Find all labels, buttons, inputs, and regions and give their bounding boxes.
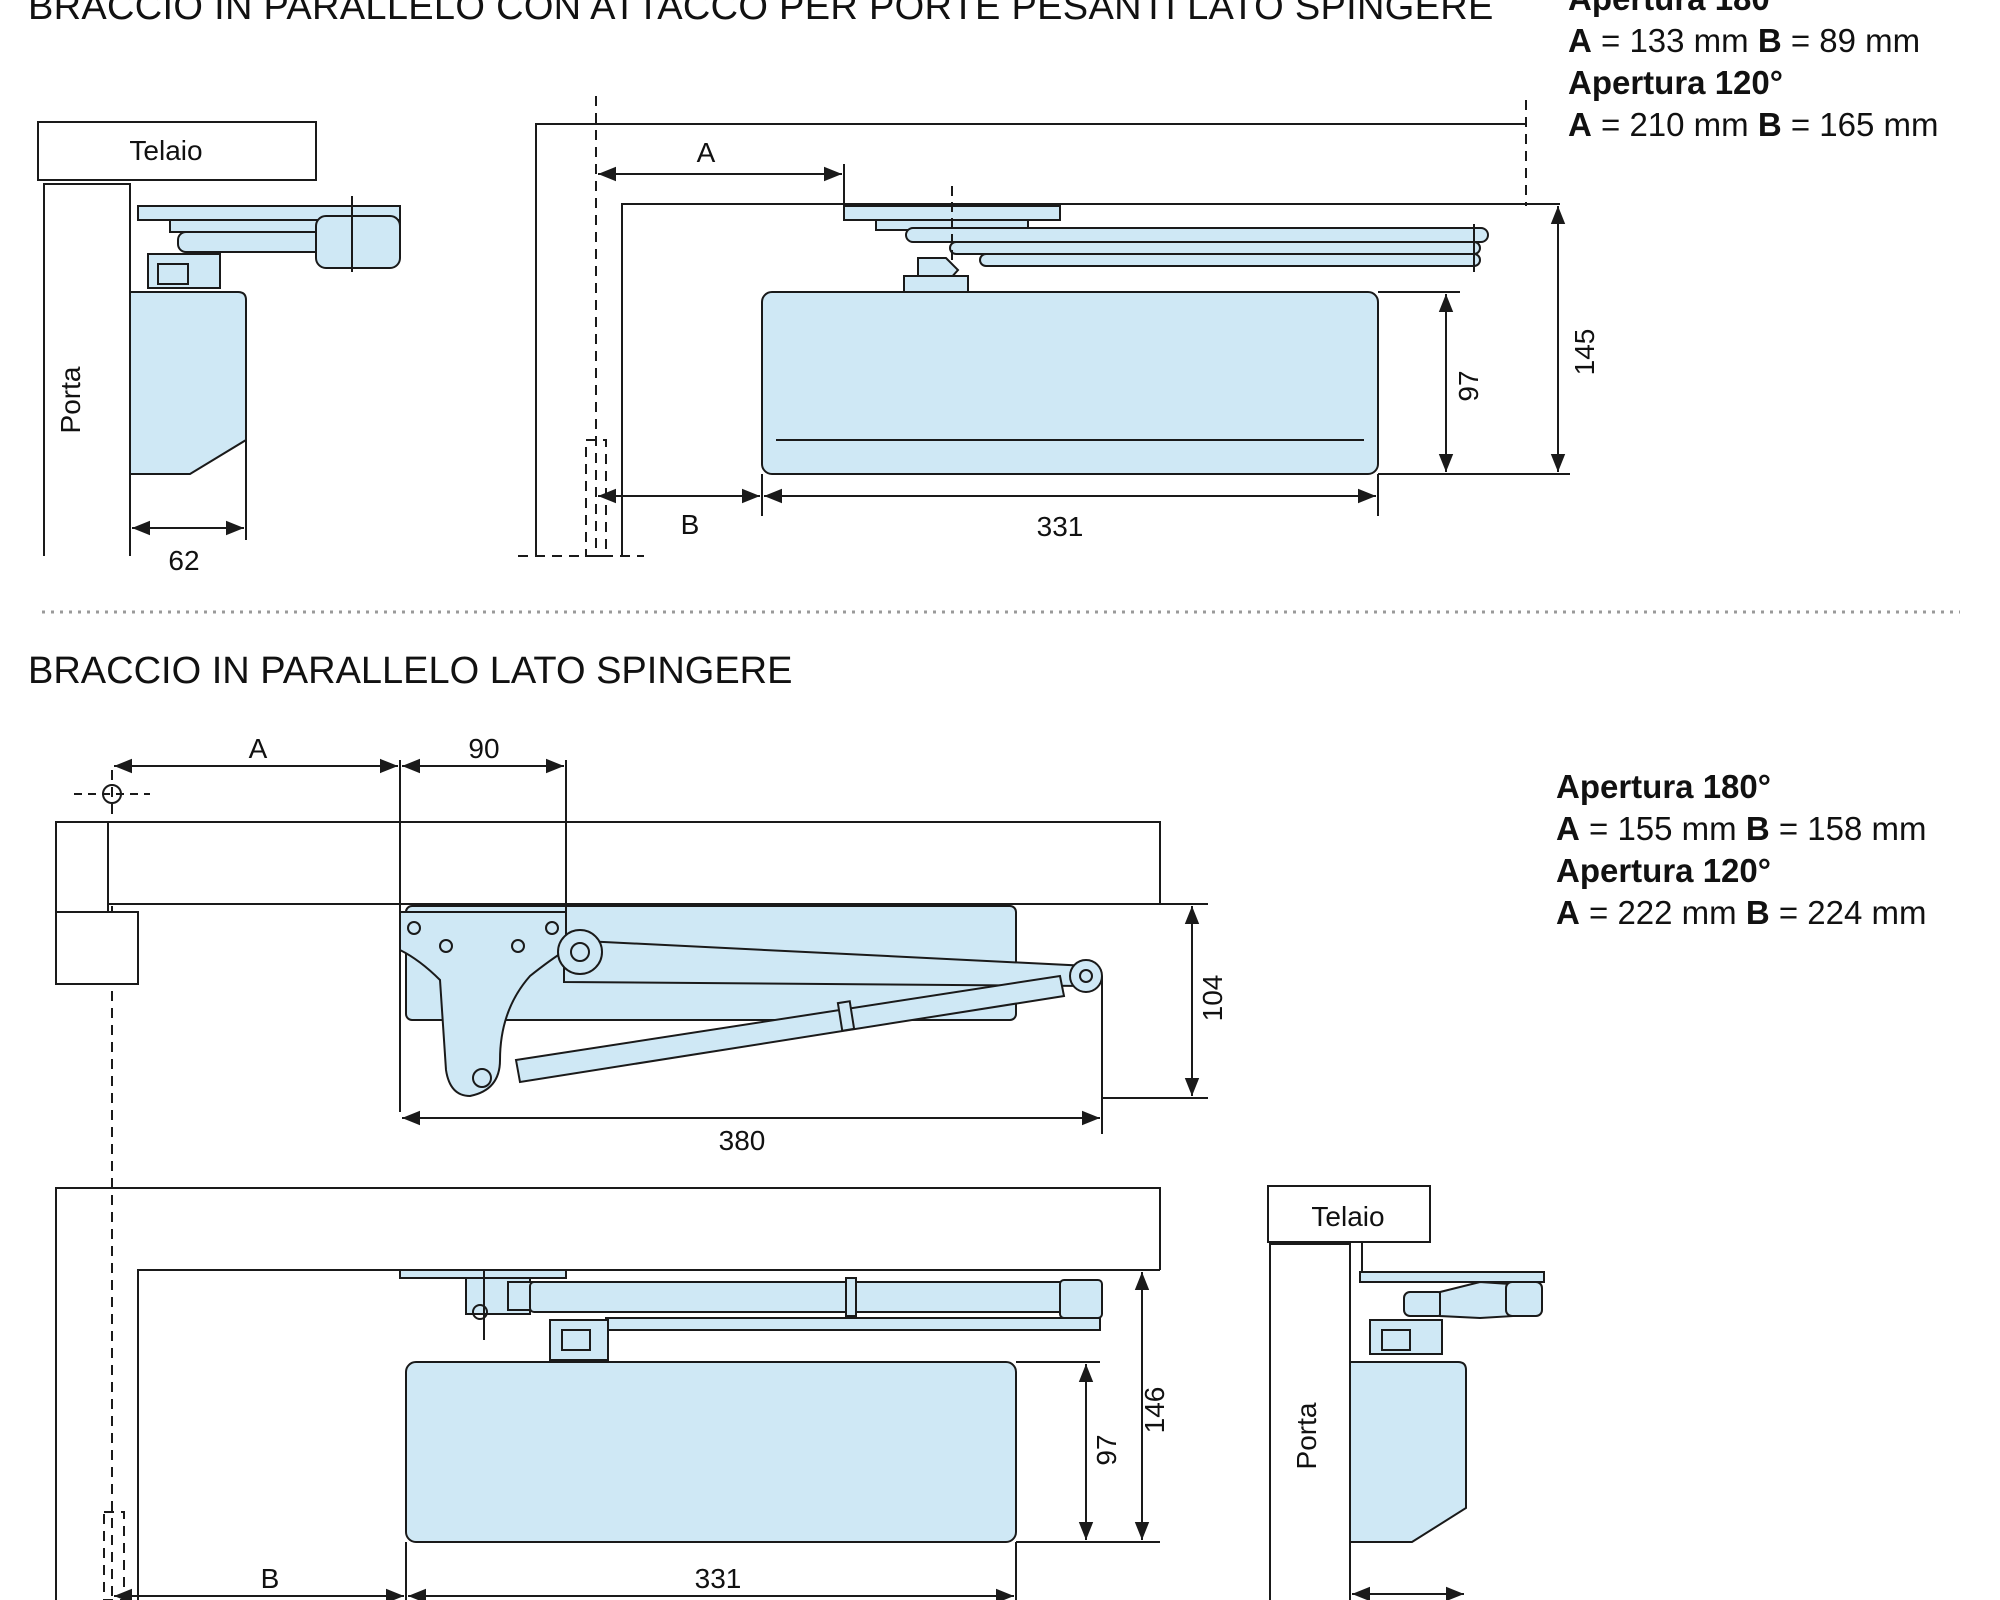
spec-bottom-180-label: Apertura 180° xyxy=(1556,768,1771,805)
adjust-arm-plan xyxy=(514,974,1066,1084)
dim-104: 104 xyxy=(1197,975,1228,1022)
dim-97-top: 97 xyxy=(1453,370,1484,401)
arm-bracket-plan xyxy=(399,911,567,1098)
door-outline-bottom xyxy=(137,1269,1160,1600)
door-outline-top xyxy=(621,203,1560,556)
spec-bottom-120-values: A = 222 mm B = 224 mm xyxy=(1556,894,1927,931)
spec-top-120-label: Apertura 120° xyxy=(1568,64,1783,101)
dim-146: 146 xyxy=(1139,1387,1170,1434)
bottom-front-view: B 331 97 146 xyxy=(55,1187,1170,1600)
bottom-side-view: Telaio Porta xyxy=(1267,1185,1545,1600)
arm-head xyxy=(315,215,401,269)
arm-bar-1 xyxy=(905,227,1489,243)
dim-B-bottom: B xyxy=(261,1563,280,1594)
dim-A-bottom: A xyxy=(249,733,268,764)
dim-145: 145 xyxy=(1569,329,1600,376)
frame-block-bottom xyxy=(1267,1185,1431,1243)
door-label-bottom: Porta xyxy=(1291,1402,1322,1469)
frame-label: Telaio xyxy=(129,135,202,166)
spec-top-180-label: Apertura 180° xyxy=(1568,0,1939,20)
bottom-plan-view: A 90 380 104 xyxy=(55,733,1228,1600)
dim-331-bottom: 331 xyxy=(695,1563,742,1594)
closer-body-side-bottom xyxy=(1349,1361,1467,1543)
dim-97-bottom: 97 xyxy=(1091,1434,1122,1465)
frame-label-bottom: Telaio xyxy=(1311,1201,1384,1232)
arm-bar-3 xyxy=(979,253,1481,267)
closer-body-top xyxy=(761,291,1379,475)
dim-380: 380 xyxy=(719,1125,766,1156)
section-title-bottom: BRACCIO IN PARALLELO LATO SPINGERE xyxy=(28,650,793,692)
arm-side-bottom xyxy=(1439,1280,1516,1320)
top-front-view: A B 331 97 145 xyxy=(518,96,1600,557)
opening-specs-top: Apertura 180° A = 133 mm B = 89 mm Apert… xyxy=(1568,0,1939,146)
frame-outline-bottom xyxy=(55,1187,1161,1600)
mount-plate-side-bottom xyxy=(1359,1271,1545,1283)
section-title-top: BRACCIO IN PARALLELO CON ATTACCO PER POR… xyxy=(28,0,1494,28)
dim-62: 62 xyxy=(168,545,199,576)
frame-block xyxy=(37,121,317,181)
hinge-block-2 xyxy=(55,911,139,985)
frame-outline-top xyxy=(535,123,1526,556)
arm-bar-bottom xyxy=(529,1281,1097,1313)
hinge-block-1 xyxy=(55,821,109,913)
spec-top-120-values: A = 210 mm B = 165 mm xyxy=(1568,106,1939,143)
opening-specs-bottom: Apertura 180° A = 155 mm B = 158 mm Aper… xyxy=(1556,766,1927,934)
closer-body-side xyxy=(129,291,247,475)
door-label: Porta xyxy=(55,366,86,433)
dim-331-top: 331 xyxy=(1037,511,1084,542)
dim-B-top: B xyxy=(681,509,700,540)
spec-top-180-values: A = 133 mm B = 89 mm xyxy=(1568,22,1921,59)
door-leaf-plan xyxy=(107,821,1161,905)
arm-bar-2 xyxy=(949,241,1481,255)
dim-A-top: A xyxy=(697,137,716,168)
spec-bottom-120-label: Apertura 120° xyxy=(1556,852,1771,889)
closer-body-bottom xyxy=(405,1361,1017,1543)
spec-bottom-180-values: A = 155 mm B = 158 mm xyxy=(1556,810,1927,847)
dim-90: 90 xyxy=(468,733,499,764)
top-side-view: Telaio Porta 62 xyxy=(37,121,401,576)
